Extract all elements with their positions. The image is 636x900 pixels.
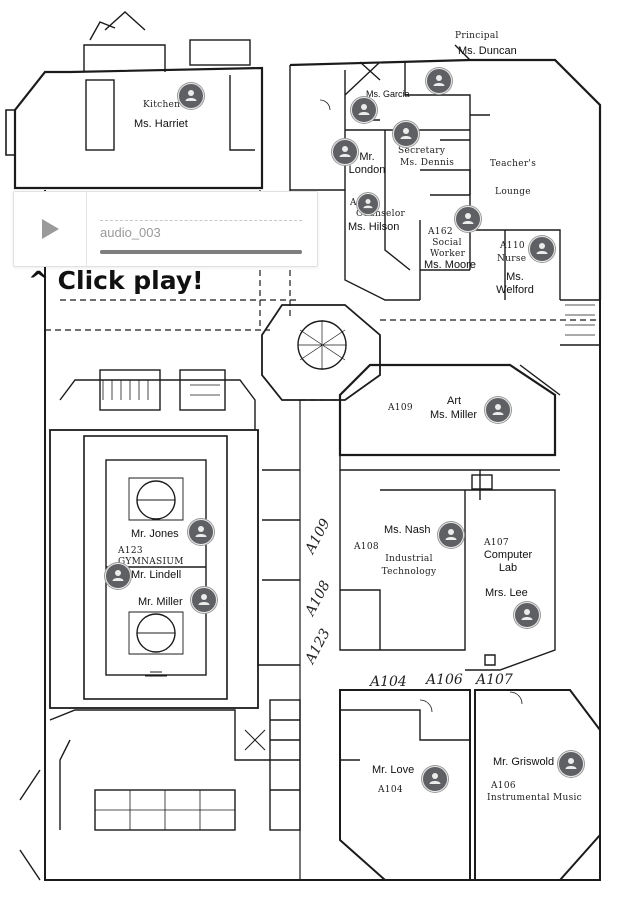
pin-mr-love[interactable] bbox=[422, 766, 448, 792]
person-icon bbox=[112, 570, 124, 581]
waveform-placeholder bbox=[100, 220, 302, 221]
progress-fill bbox=[100, 250, 302, 254]
griswold-subject: Instrumental Music bbox=[487, 793, 583, 803]
pin-ms-duncan[interactable] bbox=[426, 68, 452, 94]
secretary-title: Secretary bbox=[398, 146, 446, 156]
progress-bar[interactable] bbox=[100, 250, 302, 254]
kitchen-label: Kitchen bbox=[143, 100, 181, 110]
industrial-room: A108 bbox=[354, 542, 379, 552]
audio-player: audio_003 bbox=[13, 191, 318, 267]
love-name: Mr. Love bbox=[372, 764, 415, 776]
pin-mr-griswold[interactable] bbox=[558, 751, 584, 777]
pin-ms-nash[interactable] bbox=[438, 522, 464, 548]
person-icon bbox=[400, 128, 412, 139]
nurse-room: A110 bbox=[500, 241, 525, 251]
play-button[interactable] bbox=[14, 192, 87, 266]
computer-lab-teacher: Mrs. Lee bbox=[485, 587, 528, 599]
click-play-hint: ^ Click play! bbox=[28, 266, 204, 295]
person-icon bbox=[536, 243, 548, 254]
london-label: Mr. London bbox=[348, 151, 386, 176]
person-icon bbox=[492, 404, 504, 415]
counselor-title: Counselor bbox=[356, 209, 406, 219]
social-worker-room: A162 bbox=[428, 227, 453, 237]
industrial-teacher: Ms. Nash bbox=[384, 524, 431, 536]
griswold-name: Mr. Griswold bbox=[493, 756, 555, 768]
person-icon bbox=[433, 75, 445, 86]
hall-label-a107: A107 bbox=[476, 672, 513, 688]
counselor-name: Ms. Hilson bbox=[348, 221, 400, 233]
gym-name: GYMNASIUM bbox=[118, 557, 184, 567]
pin-mr-lindell[interactable] bbox=[105, 563, 131, 589]
person-icon bbox=[445, 529, 457, 540]
nurse-title: Nurse bbox=[497, 254, 527, 264]
person-icon bbox=[363, 199, 373, 209]
pin-ms-hilson[interactable] bbox=[357, 193, 379, 215]
gym-coach-lindell: Mr. Lindell bbox=[131, 569, 182, 581]
counselor-room: A bbox=[350, 198, 357, 208]
industrial-subject: Industrial Technology bbox=[381, 554, 437, 577]
teachers-lounge-label: Teacher's Lounge bbox=[489, 159, 537, 197]
person-icon bbox=[462, 213, 474, 224]
gym-coach-jones: Mr. Jones bbox=[131, 528, 179, 540]
person-icon bbox=[198, 594, 210, 605]
pin-ms-moore[interactable] bbox=[455, 206, 481, 232]
pin-mr-jones[interactable] bbox=[188, 519, 214, 545]
art-subject: Art bbox=[447, 395, 462, 407]
kitchen-staff: Ms. Harriet bbox=[134, 118, 188, 130]
principal-title: Principal bbox=[455, 31, 499, 41]
hall-label-a106: A106 bbox=[426, 672, 463, 688]
track-name: audio_003 bbox=[100, 225, 161, 240]
nurse-name: Ms. Welford bbox=[496, 271, 534, 296]
person-icon bbox=[358, 104, 370, 115]
social-worker-title: Social Worker bbox=[430, 238, 466, 259]
person-icon bbox=[565, 758, 577, 769]
pin-mr-miller[interactable] bbox=[191, 587, 217, 613]
pin-ms-dennis[interactable] bbox=[393, 121, 419, 147]
hall-label-a104: A104 bbox=[370, 674, 407, 690]
pin-ms-miller[interactable] bbox=[485, 397, 511, 423]
person-icon bbox=[521, 609, 533, 620]
pin-ms-welford[interactable] bbox=[529, 236, 555, 262]
computer-lab-name: Computer Lab bbox=[483, 549, 533, 574]
pin-ms-garcia[interactable] bbox=[351, 97, 377, 123]
pin-mr-london[interactable] bbox=[332, 139, 358, 165]
art-room: A109 bbox=[388, 403, 413, 413]
person-icon bbox=[185, 90, 197, 101]
gym-coach-miller: Mr. Miller bbox=[138, 596, 183, 608]
person-icon bbox=[195, 526, 207, 537]
love-room: A104 bbox=[378, 785, 403, 795]
pin-mrs-lee[interactable] bbox=[514, 602, 540, 628]
gym-room: A123 bbox=[118, 546, 143, 556]
principal-name: Ms. Duncan bbox=[458, 45, 517, 57]
social-worker-name: Ms. Moore bbox=[424, 259, 476, 271]
art-teacher: Ms. Miller bbox=[430, 409, 478, 421]
secretary-name: Ms. Dennis bbox=[400, 158, 455, 168]
computer-lab-room: A107 bbox=[484, 538, 509, 548]
garcia-label: Ms. Garcia bbox=[366, 89, 410, 99]
pin-ms-harriet[interactable] bbox=[178, 83, 204, 109]
griswold-room: A106 bbox=[491, 781, 516, 791]
person-icon bbox=[429, 773, 441, 784]
play-icon bbox=[42, 219, 59, 239]
person-icon bbox=[339, 146, 351, 157]
